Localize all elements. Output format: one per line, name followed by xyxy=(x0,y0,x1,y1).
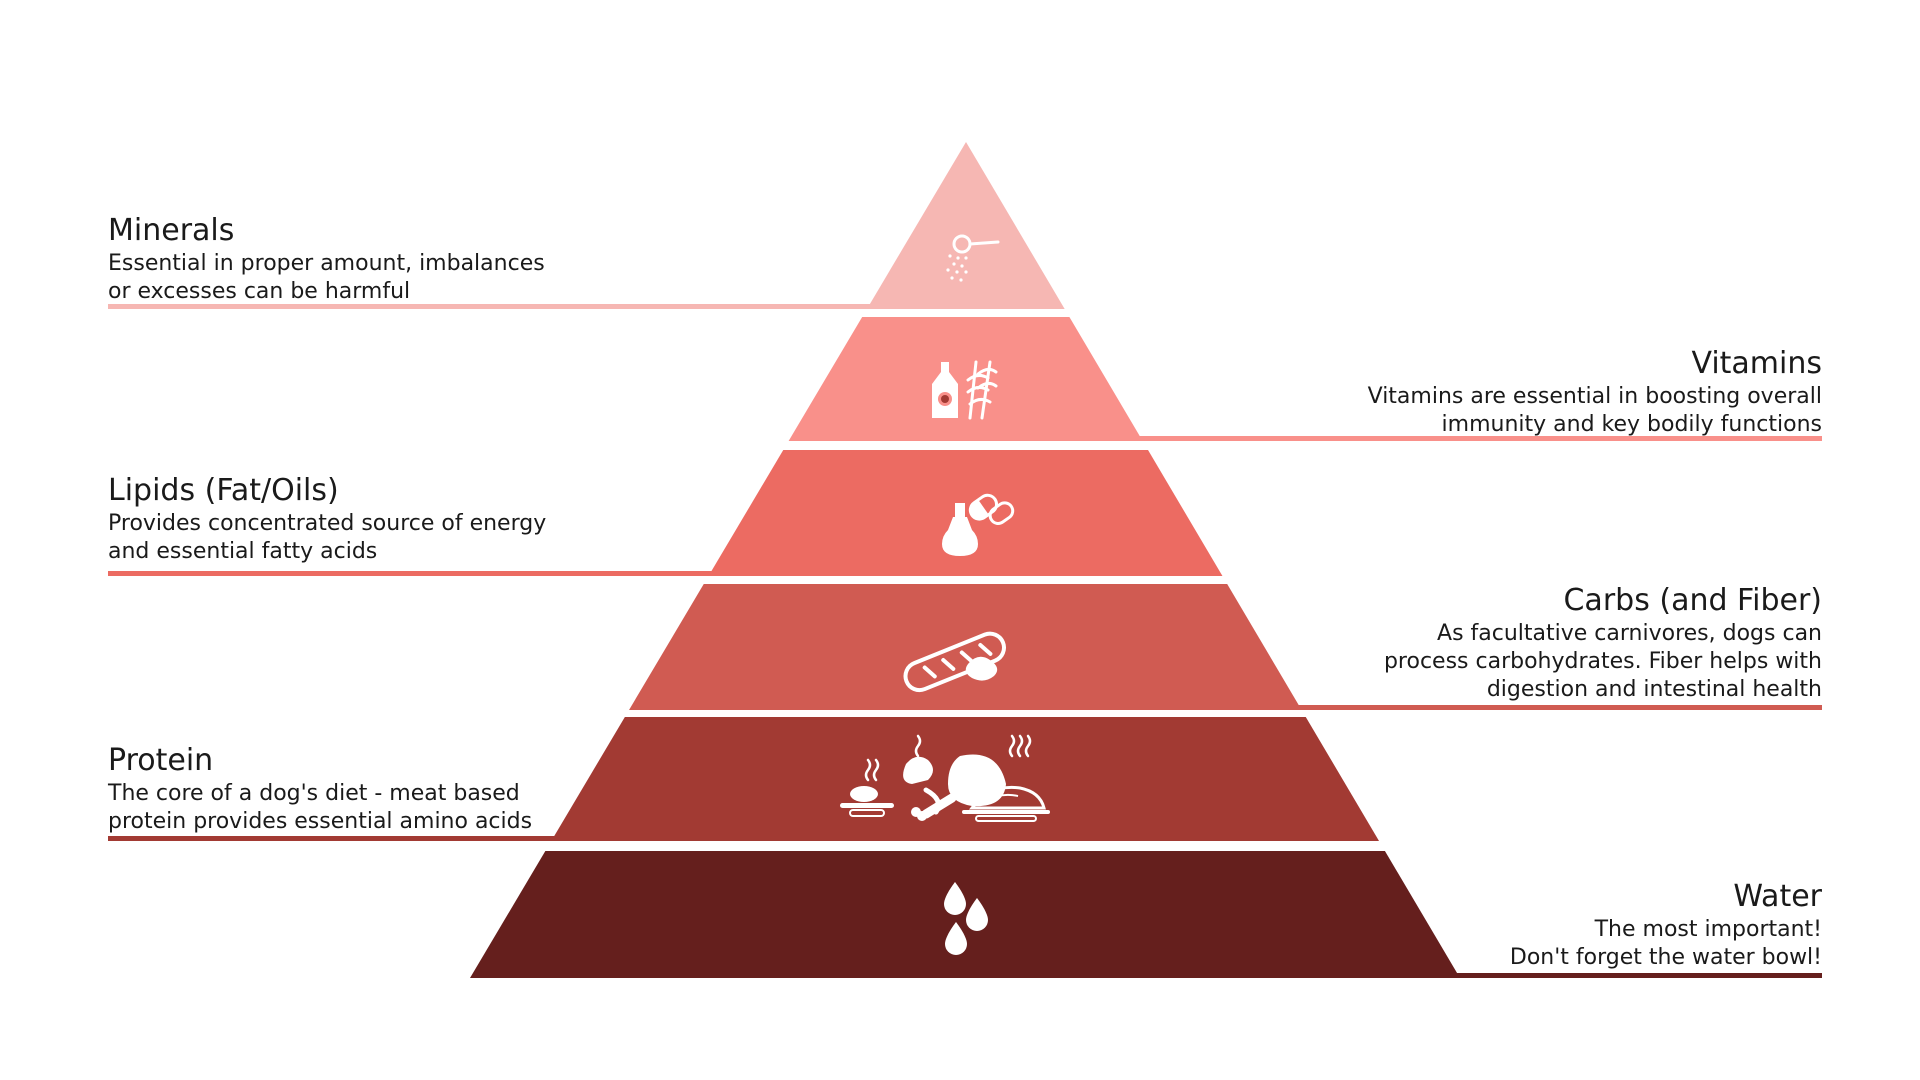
label-desc-vitamins: Vitamins are essential in boosting overa… xyxy=(1367,384,1822,437)
label-protein: Protein The core of a dog's diet - meat … xyxy=(108,742,668,836)
label-title-protein: Protein xyxy=(108,743,214,778)
label-title-carbs: Carbs (and Fiber) xyxy=(1563,583,1822,618)
label-title-water: Water xyxy=(1733,879,1822,914)
meat-dishes-icon xyxy=(840,734,1050,822)
salt-shaker-icon xyxy=(946,234,1000,282)
label-desc-carbs: As facultative carnivores, dogs can proc… xyxy=(1383,621,1822,702)
label-desc-water: The most important! Don't forget the wat… xyxy=(1509,917,1822,970)
label-minerals: Minerals Essential in proper amount, imb… xyxy=(108,212,668,306)
bottle-and-wheat-icon xyxy=(932,360,998,420)
leader-line-minerals xyxy=(108,304,878,309)
leader-line-carbs xyxy=(1290,705,1822,710)
label-vitamins: Vitamins Vitamins are essential in boost… xyxy=(1262,345,1822,439)
label-title-vitamins: Vitamins xyxy=(1691,346,1822,381)
label-desc-protein: The core of a dog's diet - meat based pr… xyxy=(108,781,533,834)
bread-and-bean-icon xyxy=(903,631,1006,693)
oil-bottle-and-capsule-icon xyxy=(942,491,1015,556)
leader-line-lipids xyxy=(108,571,728,576)
label-title-lipids: Lipids (Fat/Oils) xyxy=(108,473,339,508)
leader-lines xyxy=(108,304,1822,978)
label-water: Water The most important! Don't forget t… xyxy=(1262,878,1822,972)
leader-line-water xyxy=(1445,973,1822,978)
label-title-minerals: Minerals xyxy=(108,213,235,248)
leader-line-vitamins xyxy=(1130,436,1822,441)
label-desc-minerals: Essential in proper amount, imbalances o… xyxy=(108,251,545,304)
label-carbs: Carbs (and Fiber) As facultative carnivo… xyxy=(1262,582,1822,704)
leader-line-protein xyxy=(108,836,568,841)
water-drops-icon xyxy=(944,882,988,955)
label-desc-lipids: Provides concentrated source of energy a… xyxy=(108,511,547,564)
band-water xyxy=(470,851,1460,978)
label-lipids: Lipids (Fat/Oils) Provides concentrated … xyxy=(108,472,668,566)
